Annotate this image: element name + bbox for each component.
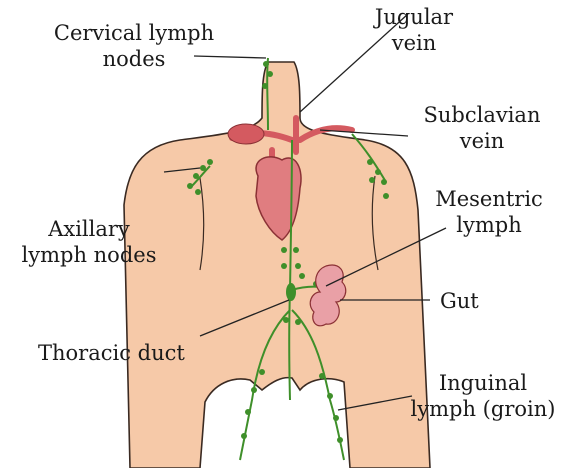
label-line: lymph bbox=[424, 212, 554, 238]
label-line: vein bbox=[364, 30, 464, 56]
label-line: lymph (groin) bbox=[404, 396, 562, 422]
cisterna-chyli bbox=[286, 283, 296, 301]
label-mesentric-lymph: Mesentric lymph bbox=[424, 186, 554, 238]
label-cervical-lymph-nodes: Cervical lymph nodes bbox=[32, 20, 236, 72]
label-line: Cervical lymph bbox=[32, 20, 236, 46]
label-subclavian-vein: Subclavian vein bbox=[404, 102, 560, 154]
label-line: nodes bbox=[32, 46, 236, 72]
label-line: lymph nodes bbox=[4, 242, 174, 268]
label-line: Inguinal bbox=[404, 370, 562, 396]
label-thoracic-duct: Thoracic duct bbox=[38, 340, 185, 366]
label-line: vein bbox=[404, 128, 560, 154]
label-line: Axillary bbox=[4, 216, 174, 242]
label-axillary-lymph-nodes: Axillary lymph nodes bbox=[4, 216, 174, 268]
label-inguinal-lymph: Inguinal lymph (groin) bbox=[404, 370, 562, 422]
label-line: Mesentric bbox=[424, 186, 554, 212]
label-gut: Gut bbox=[440, 288, 479, 314]
label-line: Subclavian bbox=[404, 102, 560, 128]
label-line: Jugular bbox=[364, 4, 464, 30]
label-jugular-vein: Jugular vein bbox=[364, 4, 464, 56]
vein-junction bbox=[228, 124, 264, 144]
